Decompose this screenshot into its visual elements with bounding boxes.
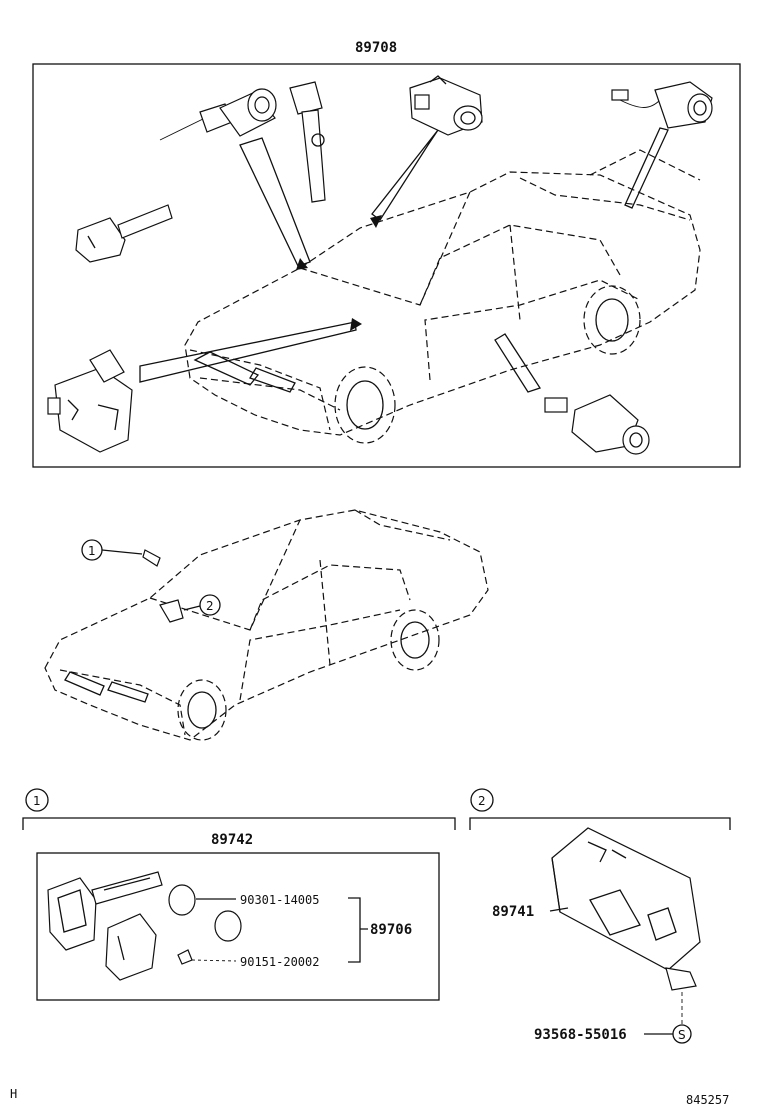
callout-2-label: 2	[206, 599, 214, 613]
group-number-89706: 89706	[370, 922, 412, 938]
callout-1-leader	[101, 549, 143, 555]
footer-left-mark: H	[10, 1087, 17, 1101]
detail-2-circle	[470, 788, 494, 812]
leader-90151	[191, 959, 237, 962]
leader-89741	[549, 907, 569, 912]
car-illustration-middle	[44, 509, 489, 741]
transmitter-case-icon	[105, 913, 157, 981]
screw-icon	[177, 949, 193, 965]
footer-code: 845257	[686, 1093, 729, 1107]
key-icon	[75, 204, 173, 263]
battery-icon-2	[214, 910, 242, 942]
group-bracket-89706	[348, 897, 368, 963]
part-number-90301-14005: 90301-14005	[240, 893, 319, 907]
detail-2-bracket	[469, 817, 731, 830]
pointer-arrows-top	[139, 127, 669, 393]
trunk-lock-icon	[611, 81, 713, 129]
kit-frame	[36, 852, 440, 1001]
assembly-frame	[32, 63, 741, 468]
screw-symbol: S	[678, 1028, 686, 1042]
part-number-90151-20002: 90151-20002	[240, 955, 319, 969]
ignition-lock-icon	[159, 81, 326, 203]
car-illustration-top	[184, 149, 701, 444]
detail-2-label: 2	[478, 794, 486, 808]
callout-2-leader	[183, 605, 201, 611]
battery-icon	[168, 884, 196, 916]
callout-2-circle	[199, 594, 221, 616]
detail-1-label: 1	[33, 794, 41, 808]
door-lock-cylinder-icon	[409, 75, 483, 136]
detail-1-bracket	[22, 817, 456, 830]
assembly-number-89708: 89708	[355, 40, 397, 56]
detail-1-circle	[25, 788, 49, 812]
module-number-89741: 89741	[492, 904, 534, 920]
receiver-module-icon	[551, 827, 701, 991]
callout-1-label: 1	[88, 544, 96, 558]
hood-lock-assembly-icon	[47, 349, 133, 453]
key-blank-icon	[47, 871, 163, 951]
door-lock-assembly-icon	[544, 394, 650, 455]
kit-number-89742: 89742	[211, 832, 253, 848]
part-number-93568-55016: 93568-55016	[534, 1027, 627, 1043]
